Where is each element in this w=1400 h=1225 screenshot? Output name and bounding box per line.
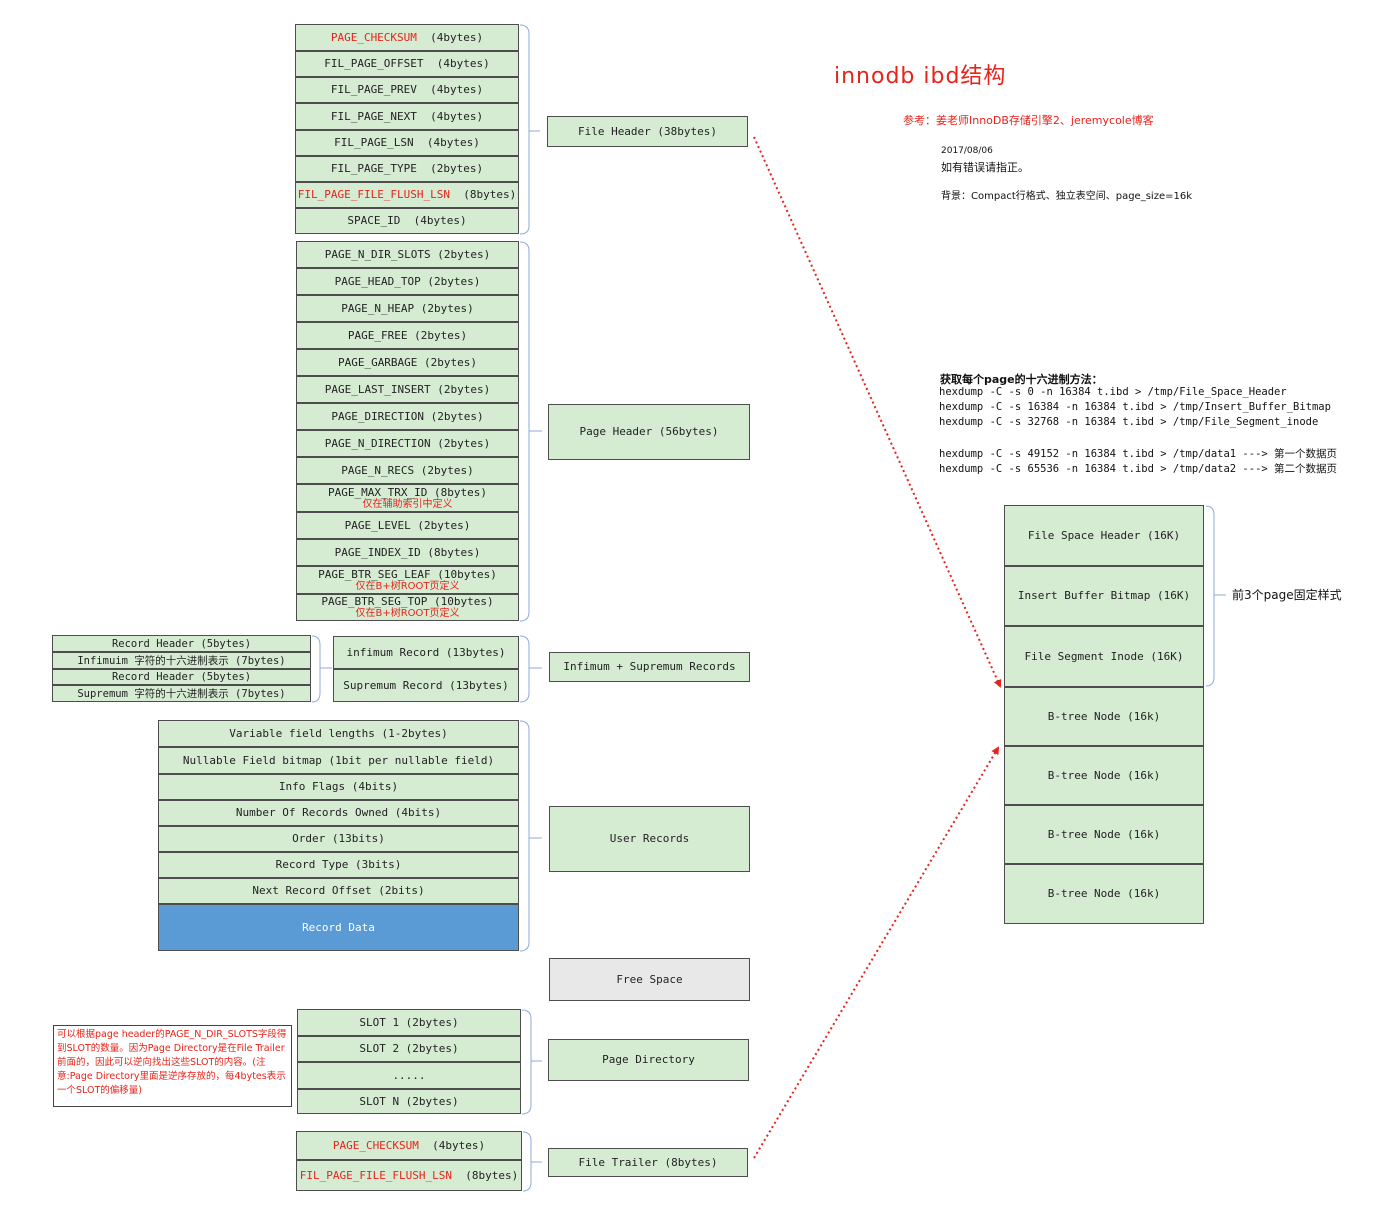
file-header-field: FIL_PAGE_OFFSET (4bytes) — [295, 51, 519, 77]
page-directory-note: 可以根据page header的PAGE_N_DIR_SLOTS字段得到SLOT… — [53, 1025, 292, 1107]
hexdump-title: 获取每个page的十六进制方法： — [940, 373, 1103, 386]
page-header-field: PAGE_INDEX_ID (8bytes) — [296, 539, 519, 566]
ibd-page: B-tree Node (16k) — [1004, 805, 1204, 864]
record-data: Record Data — [158, 904, 519, 951]
ibd-page: B-tree Node (16k) — [1004, 746, 1204, 805]
page-directory-slot: SLOT N (2bytes) — [297, 1089, 521, 1114]
hexdump-line: hexdump -C -s 32768 -n 16384 t.ibd > /tm… — [939, 416, 1319, 428]
page-header-field: PAGE_LAST_INSERT (2bytes) — [296, 376, 519, 403]
date-text: 2017/08/06 — [941, 146, 993, 156]
bracket-file-header — [519, 24, 540, 235]
bracket-page-directory — [521, 1009, 542, 1115]
page-header-field: PAGE_N_DIRECTION (2bytes) — [296, 430, 519, 457]
bracket-first-three-pages — [1205, 505, 1226, 687]
user-record-field: Number Of Records Owned (4bits) — [158, 800, 519, 826]
section-file-trailer: File Trailer (8bytes) — [548, 1148, 748, 1177]
section-free-space: Free Space — [549, 958, 750, 1001]
user-record-field: Variable field lengths (1-2bytes) — [158, 720, 519, 747]
file-header-field: FIL_PAGE_PREV (4bytes) — [295, 77, 519, 103]
bracket-infimum-records — [519, 635, 542, 703]
ibd-page: B-tree Node (16k) — [1004, 864, 1204, 924]
bracket-infimum-detail — [311, 635, 332, 703]
infimum-detail-row: Record Header (5bytes) — [52, 635, 311, 652]
file-header-field: FIL_PAGE_TYPE (2bytes) — [295, 156, 519, 182]
arrow-to-btree-node — [753, 136, 1002, 688]
ibd-page: B-tree Node (16k) — [1004, 687, 1204, 746]
page-directory-slot: SLOT 1 (2bytes) — [297, 1009, 521, 1036]
section-page-directory: Page Directory — [548, 1039, 749, 1081]
ibd-page: File Segment Inode (16K) — [1004, 626, 1204, 687]
infimum-detail-row: Supremum 字符的十六进制表示 (7bytes) — [52, 685, 311, 702]
ibd-page: Insert Buffer Bitmap (16K) — [1004, 566, 1204, 626]
section-file-header: File Header (38bytes) — [547, 116, 748, 147]
page-directory-slot: ..... — [297, 1062, 521, 1089]
page-header-field: PAGE_N_RECS (2bytes) — [296, 457, 519, 484]
bracket-user-records — [519, 720, 542, 952]
page-header-field: PAGE_DIRECTION (2bytes) — [296, 403, 519, 430]
ibd-page: File Space Header (16K) — [1004, 505, 1204, 566]
infimum-record: infimum Record (13bytes) — [333, 636, 519, 669]
bracket-page-header — [519, 241, 542, 622]
file-header-field: PAGE_CHECKSUM (4bytes) — [295, 24, 519, 51]
reference-note: 参考：姜老师InnoDB存储引擎2、jeremycole博客 — [903, 114, 1154, 127]
page-header-field: PAGE_GARBAGE (2bytes) — [296, 349, 519, 376]
correction-text: 如有错误请指正。 — [941, 161, 1029, 174]
file-trailer-field: FIL_PAGE_FILE_FLUSH_LSN (8bytes) — [296, 1160, 522, 1191]
page-header-field: PAGE_BTR_SEG_TOP (10bytes)仅在B+树ROOT页定义 — [296, 594, 519, 621]
hexdump-line: hexdump -C -s 16384 -n 16384 t.ibd > /tm… — [939, 401, 1331, 413]
infimum-detail-row: Record Header (5bytes) — [52, 669, 311, 685]
page-header-field: PAGE_N_DIR_SLOTS (2bytes) — [296, 241, 519, 268]
file-header-field: FIL_PAGE_LSN (4bytes) — [295, 130, 519, 156]
page-header-field: PAGE_N_HEAP (2bytes) — [296, 295, 519, 322]
user-record-field: Order (13bits) — [158, 826, 519, 852]
background-text: 背景：Compact行格式、独立表空间、page_size=16k — [941, 191, 1192, 202]
user-record-field: Info Flags (4bits) — [158, 774, 519, 800]
page-header-field: PAGE_FREE (2bytes) — [296, 322, 519, 349]
infimum-detail-row: Infimuim 字符的十六进制表示 (7bytes) — [52, 652, 311, 669]
section-user-records: User Records — [549, 806, 750, 872]
bracket-file-trailer — [522, 1131, 542, 1192]
diagram-title: innodb ibd结构 — [834, 64, 1007, 89]
file-trailer-field: PAGE_CHECKSUM (4bytes) — [296, 1131, 522, 1160]
hexdump-line: hexdump -C -s 49152 -n 16384 t.ibd > /tm… — [939, 448, 1338, 460]
user-record-field: Nullable Field bitmap (1bit per nullable… — [158, 747, 519, 774]
first-three-pages-label: 前3个page固定样式 — [1232, 588, 1342, 602]
user-record-field: Next Record Offset (2bits) — [158, 878, 519, 904]
hexdump-line: hexdump -C -s 65536 -n 16384 t.ibd > /tm… — [939, 463, 1338, 475]
arrow-to-btree-node — [753, 746, 1000, 1159]
file-header-field: FIL_PAGE_NEXT (4bytes) — [295, 103, 519, 130]
page-header-field: PAGE_BTR_SEG_LEAF (10bytes)仅在B+树ROOT页定义 — [296, 566, 519, 594]
page-header-field: PAGE_LEVEL (2bytes) — [296, 512, 519, 539]
file-header-field: SPACE_ID (4bytes) — [295, 208, 519, 234]
file-header-field: FIL_PAGE_FILE_FLUSH_LSN (8bytes) — [295, 182, 519, 208]
page-directory-slot: SLOT 2 (2bytes) — [297, 1036, 521, 1062]
page-header-field: PAGE_HEAD_TOP (2bytes) — [296, 268, 519, 295]
hexdump-line: hexdump -C -s 0 -n 16384 t.ibd > /tmp/Fi… — [939, 386, 1287, 398]
user-record-field: Record Type (3bits) — [158, 852, 519, 878]
supremum-record: Supremum Record (13bytes) — [333, 669, 519, 702]
section-page-header: Page Header (56bytes) — [548, 404, 750, 460]
page-header-field: PAGE_MAX_TRX_ID (8bytes)仅在辅助索引中定义 — [296, 484, 519, 512]
section-infimum-supremum: Infimum + Supremum Records — [549, 652, 750, 682]
